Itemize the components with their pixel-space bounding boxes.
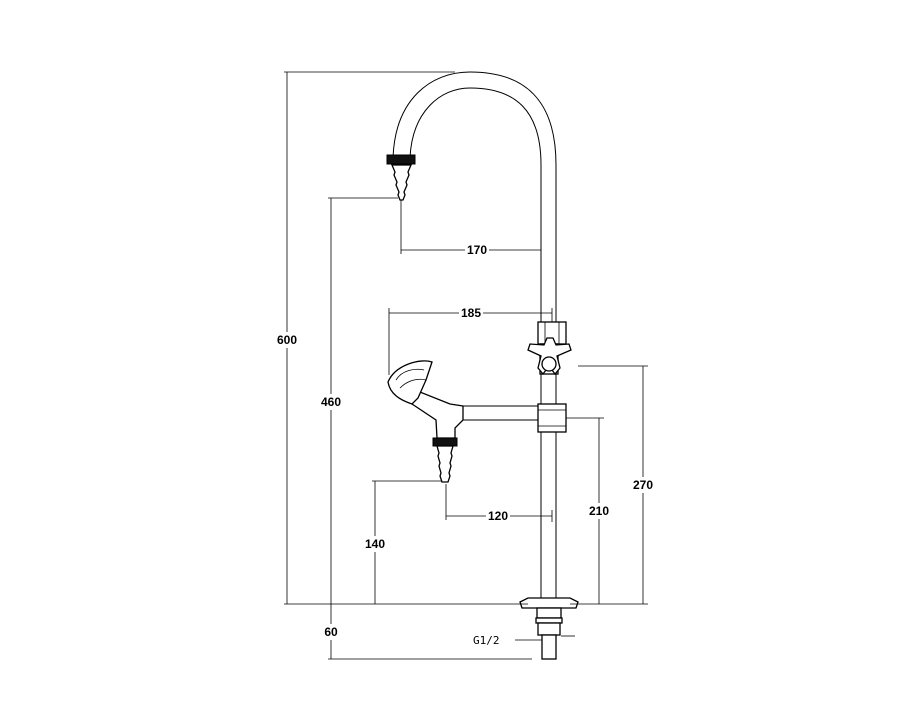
dim-side-outlet-reach: 120 [488, 509, 508, 523]
gooseneck-spout [392, 71, 557, 322]
side-nozzle [436, 445, 454, 483]
dim-side-outlet-height: 140 [365, 537, 385, 551]
lever-handle[interactable] [387, 360, 433, 405]
dim-thread: G1/2 [473, 634, 500, 647]
star-handle[interactable] [527, 337, 572, 376]
dim-below-deck: 60 [324, 625, 338, 639]
dim-valve-reach: 185 [461, 306, 481, 320]
dimension-labels: 600 460 60 140 270 210 170 185 120 G1/2 [276, 242, 654, 647]
dim-branch-height: 210 [589, 504, 609, 518]
base-flange [519, 597, 579, 609]
dimension-lines [284, 71, 648, 660]
threaded-shank [541, 634, 557, 660]
spout-nozzle [391, 164, 412, 201]
side-valve-body [411, 391, 464, 439]
spout-outlet-nut [386, 154, 416, 165]
dim-valve-handle-height: 270 [633, 478, 653, 492]
branch-junction [537, 403, 567, 433]
faucet-body [386, 71, 579, 660]
dim-spout-reach: 170 [467, 243, 487, 257]
dim-overall-height: 600 [277, 333, 297, 347]
dim-spout-outlet-height: 460 [321, 395, 341, 409]
side-outlet-nut [432, 437, 458, 447]
